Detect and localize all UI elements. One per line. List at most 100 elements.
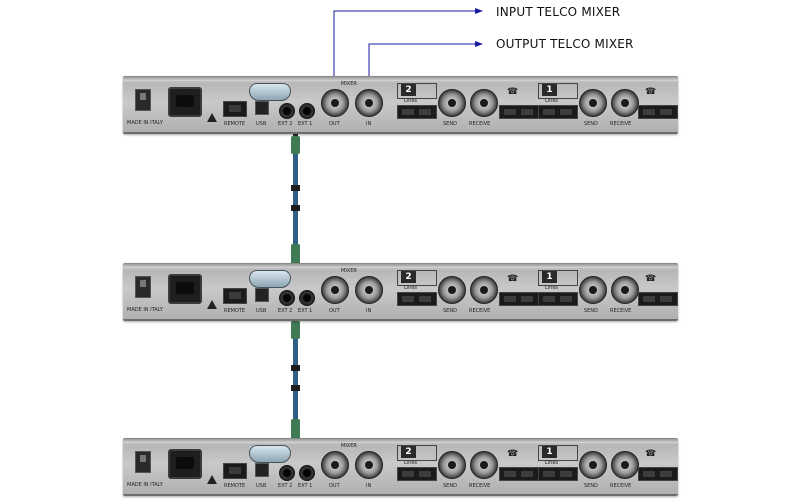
out-label: OUT	[329, 121, 340, 127]
power-switch[interactable]	[135, 89, 151, 111]
unit-top-edge	[123, 264, 678, 268]
ext1-label: EXT 1	[298, 483, 313, 489]
input-telco-arrow	[333, 8, 483, 88]
in-xlr-connector[interactable]	[355, 451, 383, 479]
receive-xlr-2[interactable]	[470, 89, 498, 117]
receive-xlr-1[interactable]	[611, 89, 639, 117]
callout-input-telco-mixer: INPUT TELCO MIXER	[496, 5, 621, 19]
out-xlr-connector[interactable]	[321, 89, 349, 117]
ext1-jack[interactable]	[299, 103, 315, 119]
dsub-connector[interactable]	[249, 83, 291, 101]
phone-ports-1[interactable]	[638, 467, 678, 481]
line2-lines-label: Lines	[404, 98, 418, 104]
send-xlr-2[interactable]	[438, 276, 466, 304]
line2-number: 2	[401, 446, 416, 458]
made-in-label: MADE IN ITALY	[127, 120, 163, 126]
power-switch[interactable]	[135, 451, 151, 473]
line2-group	[397, 445, 437, 461]
usb-port[interactable]	[255, 463, 269, 477]
remote-label: REMOTE	[224, 483, 246, 489]
send-xlr-2[interactable]	[438, 89, 466, 117]
line1-lines-label: Lines	[545, 460, 559, 466]
line2-ports[interactable]	[397, 467, 437, 481]
receive-label-1: RECEIVE	[610, 308, 632, 314]
dsub-connector[interactable]	[249, 270, 291, 288]
mixer-label: MIXER	[341, 443, 357, 449]
in-xlr-connector[interactable]	[355, 276, 383, 304]
made-in-label: MADE IN ITALY	[127, 482, 163, 488]
send-label-1: SEND	[584, 308, 598, 314]
power-switch[interactable]	[135, 276, 151, 298]
usb-label: USB	[256, 483, 267, 489]
line2-lines-label: Lines	[404, 285, 418, 291]
in-label: IN	[366, 121, 372, 127]
dsub-connector[interactable]	[249, 445, 291, 463]
rack-unit-middle: MADE IN ITALY REMOTE USB EXT 2 EXT 1 MIX…	[123, 263, 678, 321]
line1-ports[interactable]	[538, 292, 578, 306]
phone-icon: ☎	[507, 87, 519, 97]
line2-ports[interactable]	[397, 292, 437, 306]
receive-label-1: RECEIVE	[610, 483, 632, 489]
phone-icon: ☎	[645, 87, 657, 97]
line2-group	[397, 270, 437, 286]
send-xlr-2[interactable]	[438, 451, 466, 479]
phone-ports-1[interactable]	[638, 105, 678, 119]
ext2-jack[interactable]	[279, 465, 295, 481]
receive-xlr-2[interactable]	[470, 451, 498, 479]
line1-lines-label: Lines	[545, 98, 559, 104]
ext2-label: EXT 2	[278, 308, 293, 314]
line2-number: 2	[401, 84, 416, 96]
phone-ports-2[interactable]	[499, 467, 539, 481]
send-xlr-1[interactable]	[579, 451, 607, 479]
receive-xlr-1[interactable]	[611, 276, 639, 304]
remote-port[interactable]	[223, 288, 247, 304]
line1-lines-label: Lines	[545, 285, 559, 291]
mixer-label: MIXER	[341, 81, 357, 87]
phone-icon: ☎	[507, 449, 519, 459]
out-xlr-connector[interactable]	[321, 451, 349, 479]
output-telco-arrow	[368, 41, 483, 88]
phone-ports-2[interactable]	[499, 292, 539, 306]
ext1-jack[interactable]	[299, 465, 315, 481]
ext2-label: EXT 2	[278, 121, 293, 127]
send-label-1: SEND	[584, 483, 598, 489]
receive-xlr-1[interactable]	[611, 451, 639, 479]
ext2-jack[interactable]	[279, 103, 295, 119]
send-xlr-1[interactable]	[579, 276, 607, 304]
line1-ports[interactable]	[538, 105, 578, 119]
made-in-label: MADE IN ITALY	[127, 307, 163, 313]
line1-number: 1	[542, 271, 557, 283]
ext2-label: EXT 2	[278, 483, 293, 489]
receive-label-2: RECEIVE	[469, 308, 491, 314]
line2-lines-label: Lines	[404, 460, 418, 466]
ext1-label: EXT 1	[298, 121, 313, 127]
rack-unit-top: MADE IN ITALY REMOTE USB EXT 2 EXT 1 MIX…	[123, 76, 678, 134]
usb-port[interactable]	[255, 288, 269, 302]
in-xlr-connector[interactable]	[355, 89, 383, 117]
warning-icon	[207, 113, 217, 122]
ext1-jack[interactable]	[299, 290, 315, 306]
ext2-jack[interactable]	[279, 290, 295, 306]
receive-label-2: RECEIVE	[469, 483, 491, 489]
remote-port[interactable]	[223, 463, 247, 479]
usb-label: USB	[256, 121, 267, 127]
remote-port[interactable]	[223, 101, 247, 117]
phone-ports-1[interactable]	[638, 292, 678, 306]
line1-number: 1	[542, 446, 557, 458]
unit-top-edge	[123, 77, 678, 81]
power-inlet	[168, 274, 202, 304]
phone-icon: ☎	[645, 274, 657, 284]
line1-ports[interactable]	[538, 467, 578, 481]
usb-port[interactable]	[255, 101, 269, 115]
send-label-1: SEND	[584, 121, 598, 127]
power-inlet	[168, 449, 202, 479]
in-label: IN	[366, 483, 372, 489]
line1-number: 1	[542, 84, 557, 96]
phone-ports-2[interactable]	[499, 105, 539, 119]
send-xlr-1[interactable]	[579, 89, 607, 117]
out-xlr-connector[interactable]	[321, 276, 349, 304]
line2-ports[interactable]	[397, 105, 437, 119]
receive-xlr-2[interactable]	[470, 276, 498, 304]
out-label: OUT	[329, 308, 340, 314]
